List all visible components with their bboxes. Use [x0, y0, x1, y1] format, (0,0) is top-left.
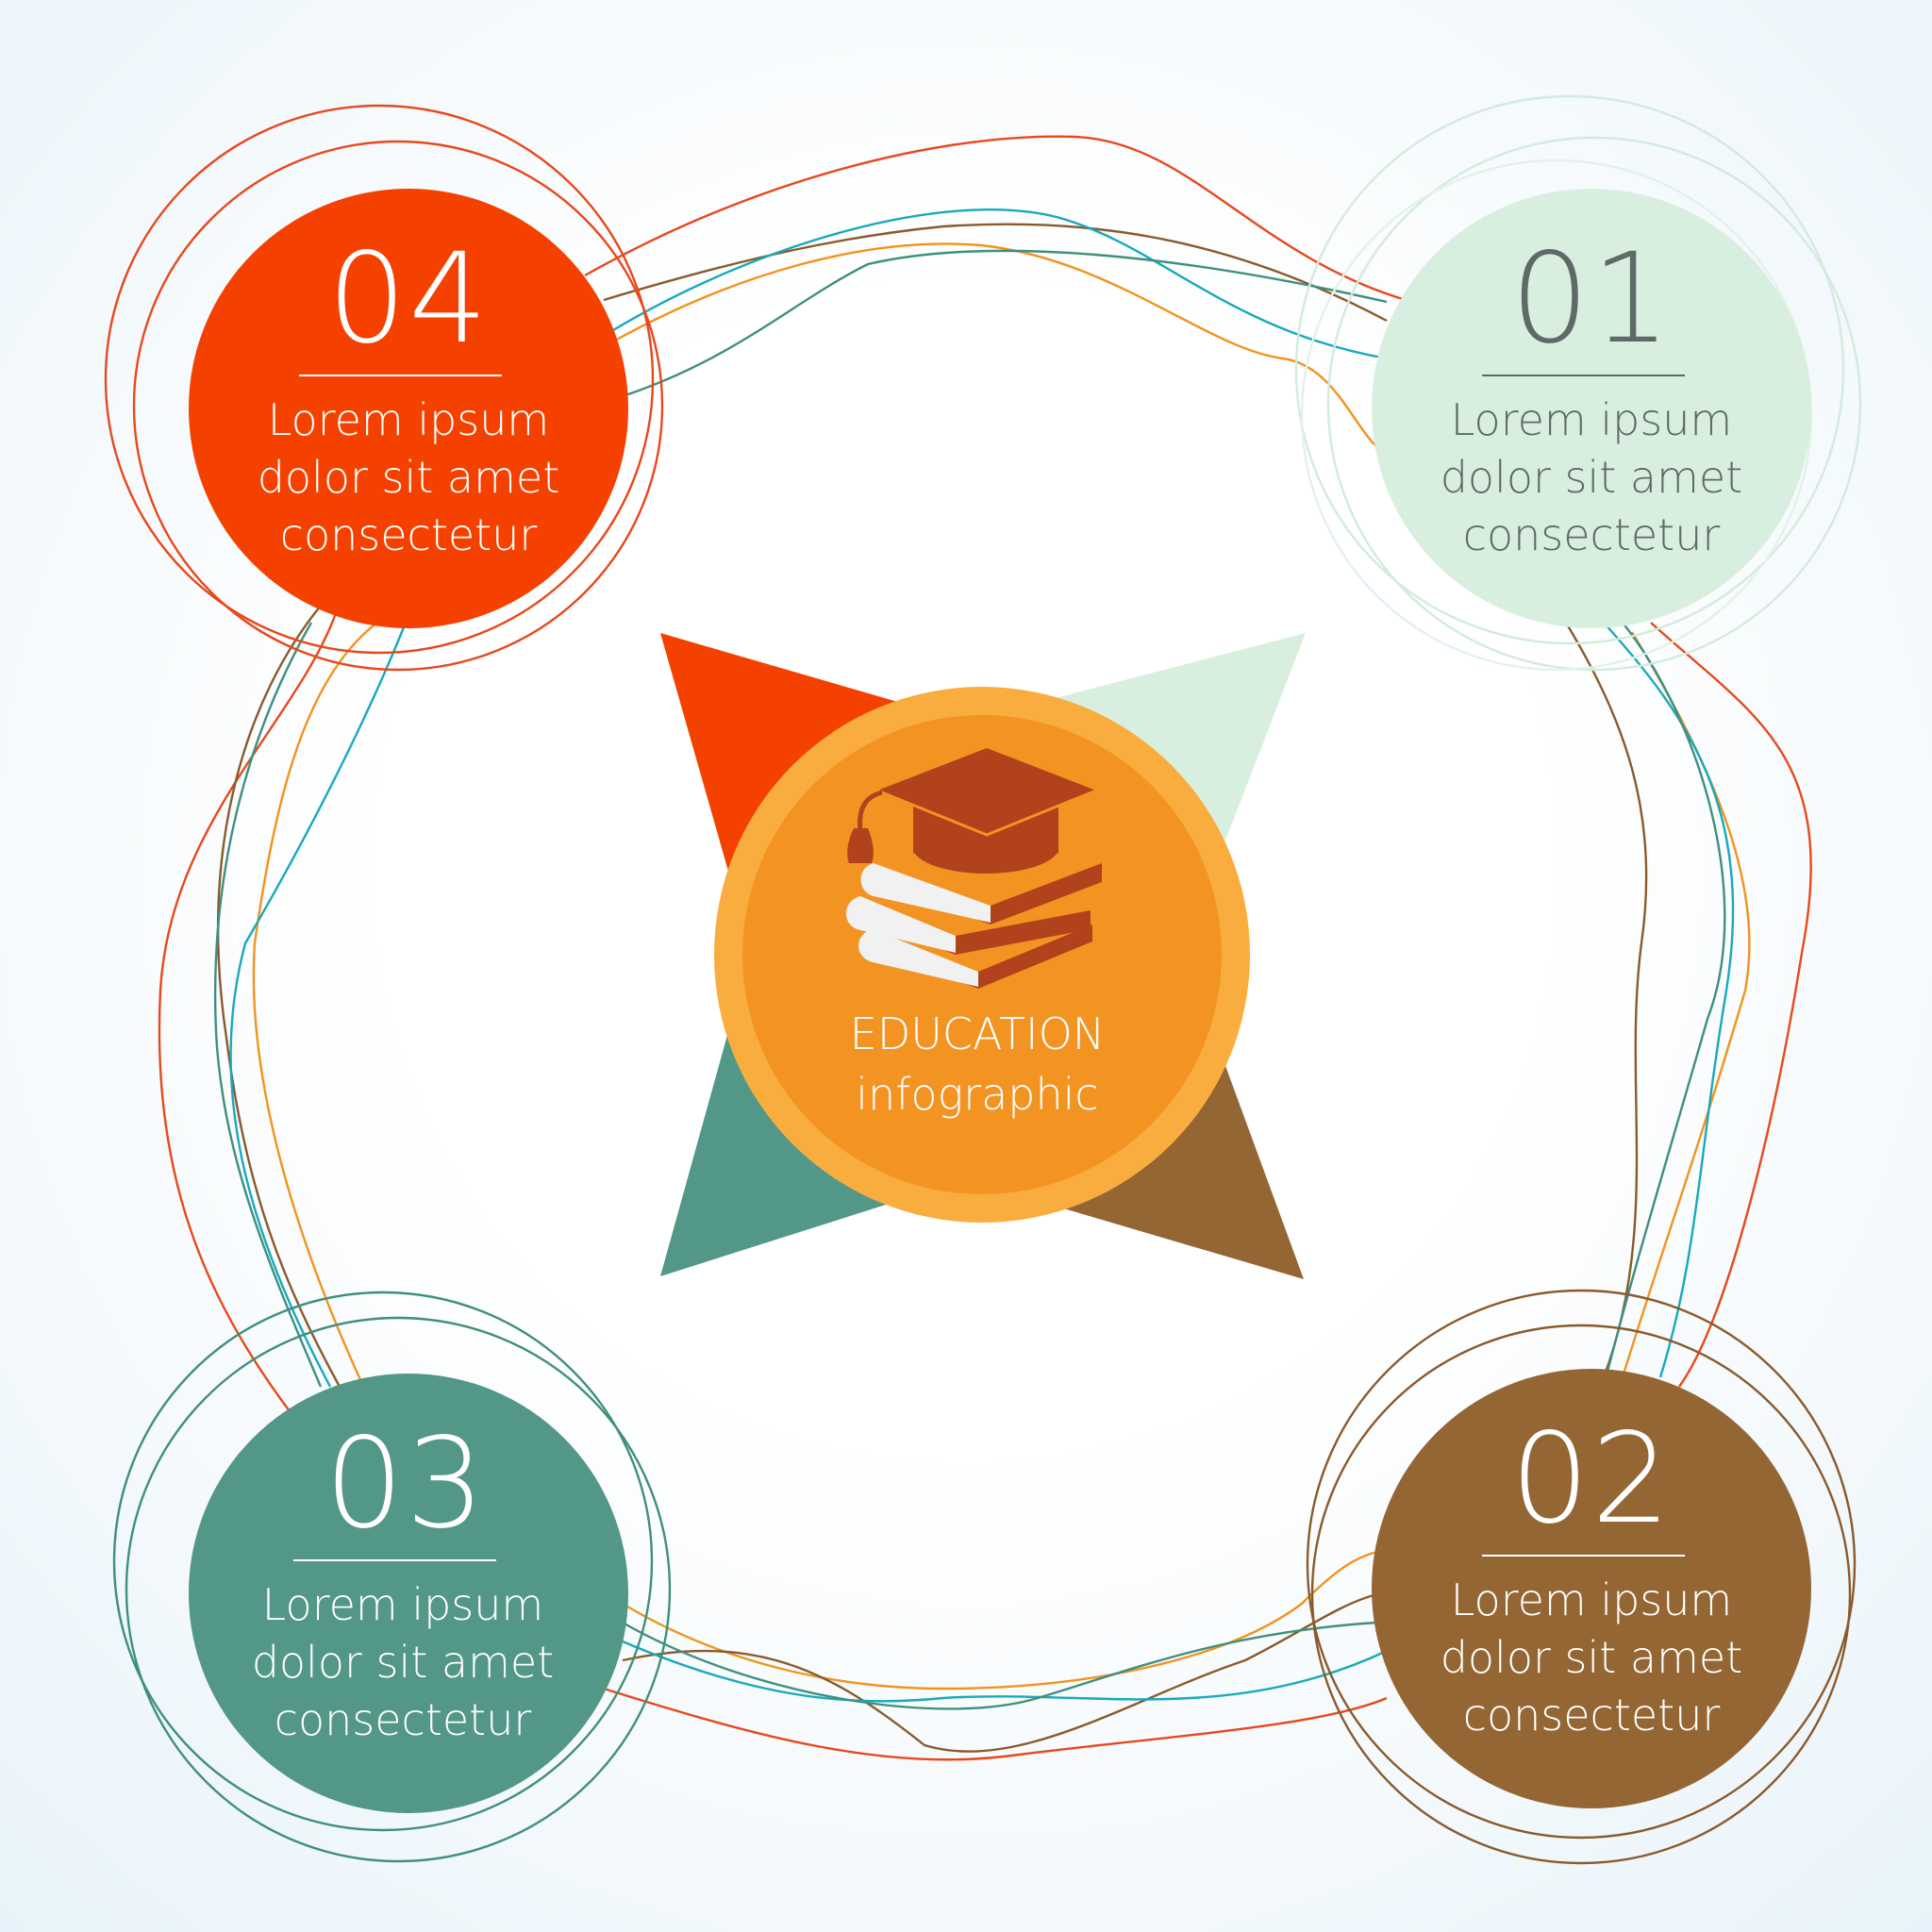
- wire-bottom-orange: [622, 1550, 1378, 1690]
- step-04-circle: 04 Lorem ipsum dolor sit amet consectetu…: [189, 189, 628, 628]
- step-text-line: consectetur: [1462, 1690, 1721, 1740]
- step-text-line: consectetur: [1462, 509, 1721, 560]
- wire-bottom-red: [603, 1687, 1388, 1761]
- step-03-circle: 03 Lorem ipsum dolor sit amet consectetu…: [189, 1374, 628, 1813]
- step-divider: [293, 1559, 496, 1561]
- wire-left-teal: [229, 622, 408, 1388]
- step-text-line: Lorem ipsum: [261, 1579, 544, 1630]
- step-number: 04: [327, 226, 490, 372]
- wire-left-red: [158, 607, 340, 1416]
- step-divider: [1482, 1555, 1685, 1557]
- step-text-line: Lorem ipsum: [1450, 1574, 1733, 1625]
- step-description: Lorem ipsum dolor sit amet consectetur: [1409, 1572, 1774, 1744]
- ring-01-b: [1326, 136, 1862, 672]
- step-divider: [1482, 375, 1685, 376]
- step-text-line: dolor sit amet: [251, 1637, 555, 1688]
- wire-left-brown: [217, 605, 341, 1388]
- ring-04-a: [104, 104, 655, 655]
- ring-04-b: [132, 140, 664, 672]
- wire-right-teal: [1603, 622, 1735, 1378]
- wire-right-brown: [1564, 622, 1648, 1378]
- wire-top-brown: [603, 223, 1388, 323]
- step-text-line: dolor sit amet: [1440, 1632, 1743, 1683]
- step-divider: [299, 375, 502, 376]
- wire-left-orange: [252, 622, 378, 1397]
- ring-03-b: [125, 1316, 672, 1863]
- step-text-line: consectetur: [279, 509, 538, 560]
- wire-left-green: [213, 622, 323, 1388]
- graduation-cap-books-icon: [846, 748, 1102, 989]
- step-text-line: Lorem ipsum: [267, 394, 550, 445]
- step-text-line: consectetur: [274, 1694, 532, 1745]
- center-title-line1: EDUCATION: [849, 1008, 1106, 1059]
- book-middle: [860, 896, 1091, 955]
- cap-tassel: [858, 790, 883, 831]
- ring-02-a: [1306, 1289, 1857, 1840]
- step-text-line: dolor sit amet: [257, 452, 560, 503]
- wire-top-green: [622, 249, 1388, 398]
- wire-bottom-brown: [622, 1592, 1378, 1753]
- ring-01-a: [1294, 94, 1845, 645]
- outline-rings: [104, 94, 1862, 1865]
- ring-02-b: [1310, 1324, 1852, 1865]
- step-description: Lorem ipsum dolor sit amet consectetur: [1409, 391, 1774, 564]
- wire-top-teal: [612, 208, 1388, 360]
- step-description: Lorem ipsum dolor sit amet consectetur: [221, 1576, 585, 1749]
- center-title: EDUCATION infographic: [789, 1004, 1166, 1124]
- step-number: 03: [325, 1411, 487, 1557]
- wire-right-red: [1650, 622, 1812, 1388]
- ring-03-a: [112, 1291, 654, 1832]
- cap-board: [877, 748, 1096, 835]
- step-text-line: dolor sit amet: [1440, 452, 1743, 503]
- wire-right-green: [1602, 622, 1726, 1388]
- wire-top-orange: [612, 242, 1388, 455]
- center-title-line2: infographic: [856, 1069, 1099, 1120]
- step-text-line: Lorem ipsum: [1450, 394, 1733, 445]
- wire-bottom-teal: [622, 1640, 1388, 1703]
- step-01-circle: 01 Lorem ipsum dolor sit amet consectetu…: [1372, 189, 1811, 628]
- wire-bottom-green: [622, 1621, 1378, 1710]
- step-number: 01: [1510, 226, 1673, 372]
- wire-top-red: [584, 135, 1407, 302]
- connector-wires: [158, 135, 1812, 1761]
- step-02-circle: 02 Lorem ipsum dolor sit amet consectetu…: [1372, 1369, 1811, 1808]
- step-description: Lorem ipsum dolor sit amet consectetur: [226, 391, 591, 564]
- step-number: 02: [1510, 1407, 1673, 1552]
- ring-01-c: [1300, 158, 1813, 672]
